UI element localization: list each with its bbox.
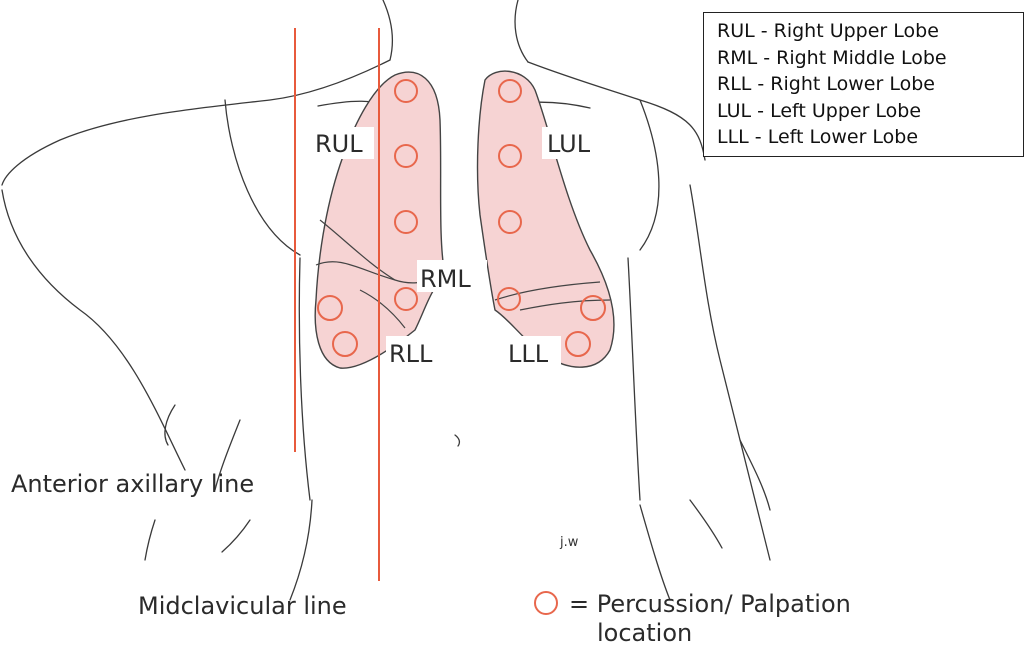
key-text-line1: = Percussion/ Palpation [569,590,851,618]
label-rml: RML [420,265,471,293]
key-circle-icon [535,592,557,614]
label-rll: RLL [389,340,433,368]
legend-row: RLL - Right Lower Lobe [717,71,1023,98]
artist-signature: j.w [559,535,579,550]
legend-row: LUL - Left Upper Lobe [717,98,1023,125]
legend-row: LLL - Left Lower Lobe [717,124,1023,151]
midclavicular-line-label: Midclavicular line [138,592,347,620]
label-lll: LLL [508,340,549,368]
legend-row: RUL - Right Upper Lobe [717,18,1023,45]
anterior-axillary-line-label: Anterior axillary line [11,470,254,498]
key-text-line2: location [597,619,692,647]
legend-row: RML - Right Middle Lobe [717,45,1023,72]
label-rul: RUL [315,130,363,158]
right-lung [315,72,445,368]
label-lul: LUL [547,130,591,158]
left-lung [478,71,614,367]
abbreviation-legend: RUL - Right Upper Lobe RML - Right Middl… [703,12,1024,157]
